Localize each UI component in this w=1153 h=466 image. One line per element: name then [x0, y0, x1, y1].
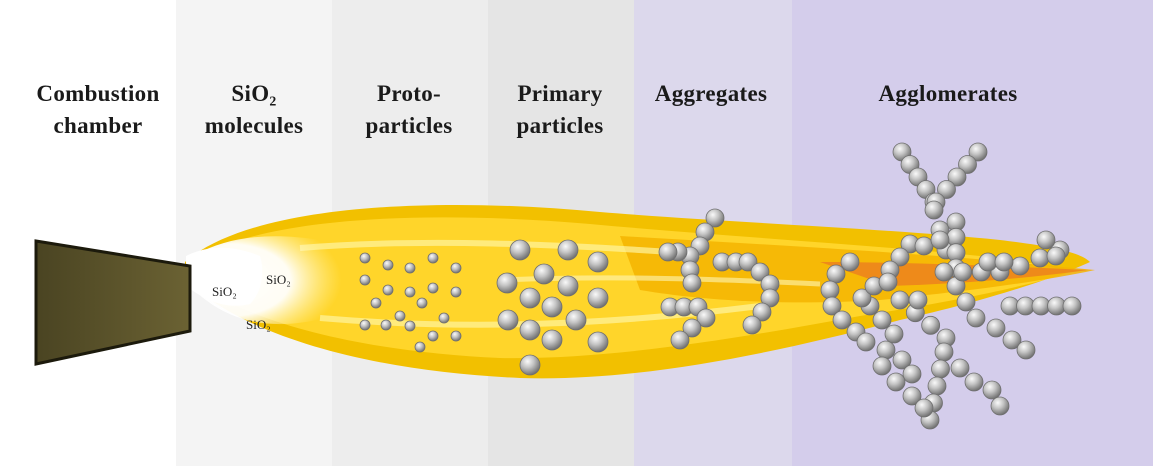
aggregate-particle [683, 274, 701, 292]
proto-particle [383, 260, 393, 270]
agglomerate-particle [991, 397, 1009, 415]
agglomerate-particle [987, 319, 1005, 337]
agglomerate-particle [841, 253, 859, 271]
agglomerate-particle [877, 341, 895, 359]
primary-particle [566, 310, 586, 330]
proto-particle [451, 287, 461, 297]
agglomerate-particle [903, 365, 921, 383]
primary-particle [534, 264, 554, 284]
agglomerate-particle [891, 291, 909, 309]
combustion-chamber [36, 241, 190, 364]
agglomerate-particle [887, 373, 905, 391]
aggregate-particle [743, 316, 761, 334]
agglomerate-particle [951, 359, 969, 377]
proto-particle [428, 253, 438, 263]
agglomerate-particle [983, 381, 1001, 399]
agglomerate-particle [925, 201, 943, 219]
proto-particle [371, 298, 381, 308]
proto-particle [405, 287, 415, 297]
proto-particle [405, 263, 415, 273]
primary-particle [542, 297, 562, 317]
proto-particle [405, 321, 415, 331]
agglomerate-particle [967, 309, 985, 327]
agglomerate-particle [873, 311, 891, 329]
agglomerate-particle [928, 377, 946, 395]
agglomerate-particle [915, 237, 933, 255]
aggregate-particle [671, 331, 689, 349]
proto-particle [439, 313, 449, 323]
agglomerate-particle [1063, 297, 1081, 315]
proto-particle [360, 253, 370, 263]
proto-particle [451, 263, 461, 273]
agglomerate-particle [1031, 249, 1049, 267]
agglomerate-particle [935, 263, 953, 281]
agglomerate-particle [827, 265, 845, 283]
primary-particle [510, 240, 530, 260]
proto-particle [417, 298, 427, 308]
proto-particle [383, 285, 393, 295]
sio2-molecule-label: SiO₂ [246, 317, 271, 333]
primary-particle [542, 330, 562, 350]
stage-label-proto-particles: Proto-particles [334, 78, 484, 142]
aggregate-particle [659, 243, 677, 261]
stage-label-aggregates: Aggregates [626, 78, 796, 110]
proto-particle [451, 331, 461, 341]
sio2-molecule-label: SiO₂ [266, 272, 291, 288]
agglomerate-particle [1011, 257, 1029, 275]
agglomerate-particle [932, 360, 950, 378]
agglomerate-particle [954, 263, 972, 281]
primary-particle [497, 273, 517, 293]
agglomerate-particle [857, 333, 875, 351]
primary-particle [588, 332, 608, 352]
primary-particle [588, 288, 608, 308]
agglomerate-particle [873, 357, 891, 375]
proto-particle [360, 320, 370, 330]
primary-particle [520, 355, 540, 375]
primary-particle [558, 240, 578, 260]
agglomerate-particle [885, 325, 903, 343]
proto-particle [360, 275, 370, 285]
stage-label-sio2-molecules: SiO₂molecules [180, 78, 328, 142]
agglomerate-particle [1047, 247, 1065, 265]
primary-particle [558, 276, 578, 296]
proto-particle [381, 320, 391, 330]
agglomerate-particle [821, 281, 839, 299]
proto-particle [428, 283, 438, 293]
agglomerate-particle [922, 316, 940, 334]
sio2-molecule-label: SiO₂ [212, 284, 237, 300]
agglomerate-particle [979, 253, 997, 271]
agglomerate-particle [915, 399, 933, 417]
proto-particle [415, 342, 425, 352]
primary-particle [520, 288, 540, 308]
stage-label-agglomerates: Agglomerates [848, 78, 1048, 110]
primary-particle [498, 310, 518, 330]
proto-particle [395, 311, 405, 321]
agglomerate-particle [931, 231, 949, 249]
agglomerate-particle [935, 343, 953, 361]
agglomerate-particle [1037, 231, 1055, 249]
agglomerate-particle [995, 253, 1013, 271]
agglomerate-particle [833, 311, 851, 329]
agglomerate-particle [965, 373, 983, 391]
agglomerate-particle [909, 291, 927, 309]
agglomerate-particle [957, 293, 975, 311]
proto-particle [428, 331, 438, 341]
primary-particle [588, 252, 608, 272]
agglomerate-particle [879, 273, 897, 291]
primary-particle [520, 320, 540, 340]
agglomerate-particle [1017, 341, 1035, 359]
